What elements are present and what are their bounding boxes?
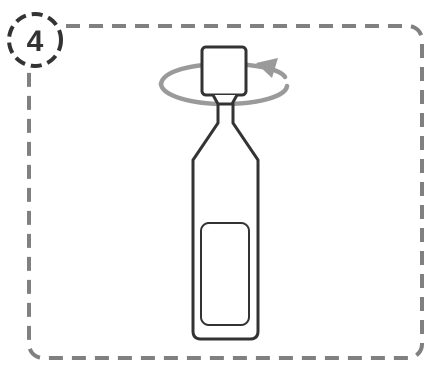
cap-icon bbox=[200, 45, 248, 97]
step-number: 4 bbox=[27, 25, 44, 58]
dashed-frame bbox=[27, 24, 424, 360]
badge-backdrop bbox=[5, 10, 65, 70]
label-window-icon bbox=[200, 222, 250, 326]
step-badge-ring bbox=[7, 12, 63, 68]
rotate-arrow-head bbox=[256, 58, 278, 78]
